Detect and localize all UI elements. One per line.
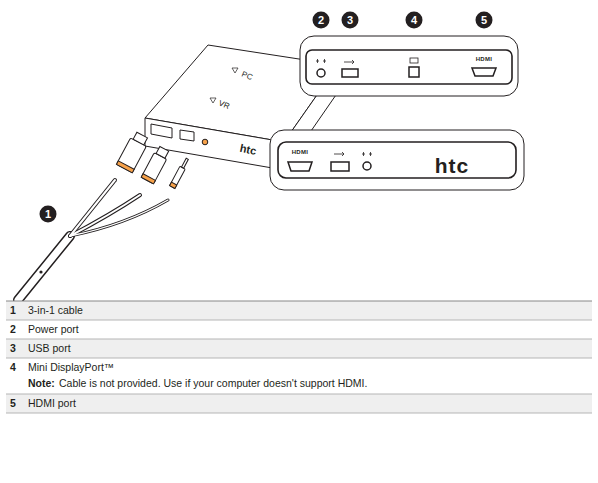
row-text: Power port <box>28 323 79 336</box>
note-text: Cable is not provided. Use if your compu… <box>59 377 367 390</box>
row-number: 3 <box>10 342 16 355</box>
brand-logo: htc <box>435 153 470 178</box>
front-zoom-panel <box>270 130 524 190</box>
row-number: 2 <box>10 323 16 336</box>
callout-number: 4 <box>406 12 423 29</box>
row-text: 3-in-1 cable <box>28 304 83 317</box>
cable-plugs <box>116 131 189 189</box>
port-logo: HDMI <box>292 149 309 156</box>
row-number: 4 <box>10 361 16 374</box>
callout-number: 5 <box>476 12 493 29</box>
row-text: HDMI port <box>28 397 76 410</box>
callout-number: 2 <box>313 12 330 29</box>
row-text: Mini DisplayPort™ <box>28 361 114 374</box>
row-number: 1 <box>10 304 16 317</box>
spec-table-rules <box>6 301 592 413</box>
port-logo: HDMI <box>476 56 493 63</box>
row-number: 5 <box>10 397 16 410</box>
callout-number: 3 <box>342 12 359 29</box>
three-in-one-cable <box>18 180 168 300</box>
back-zoom-panel <box>300 36 518 96</box>
note-label: Note: <box>28 377 55 390</box>
row-text: USB port <box>28 342 71 355</box>
callout-number: 1 <box>40 206 57 223</box>
